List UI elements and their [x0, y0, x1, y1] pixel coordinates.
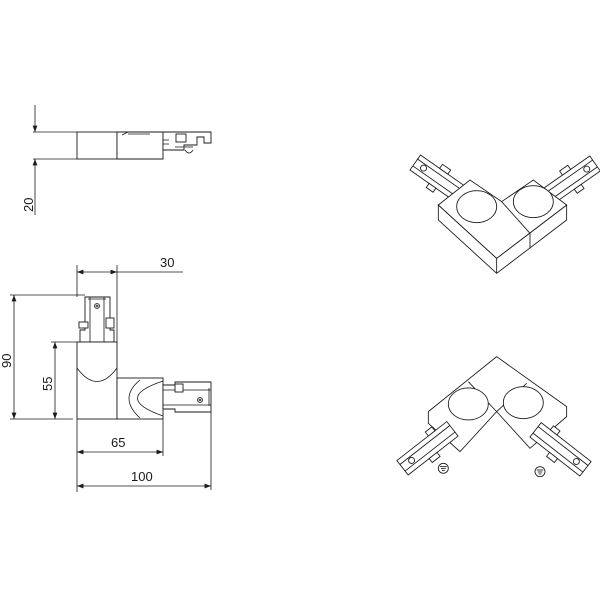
dim-height-20: 20	[21, 198, 36, 212]
dim-length-90: 90	[0, 354, 14, 368]
dim-length-100: 100	[131, 469, 153, 484]
dim-length-65: 65	[111, 435, 125, 450]
ground-symbol-icon	[437, 462, 449, 474]
plan-view: 30 90 55 65 100	[0, 255, 212, 492]
side-view: 20	[21, 105, 212, 215]
isometric-view-top	[409, 154, 600, 274]
dim-width-30: 30	[160, 255, 174, 270]
isometric-view-bottom	[396, 356, 592, 478]
dim-length-55: 55	[40, 377, 55, 391]
ground-symbol-icon	[534, 466, 546, 478]
